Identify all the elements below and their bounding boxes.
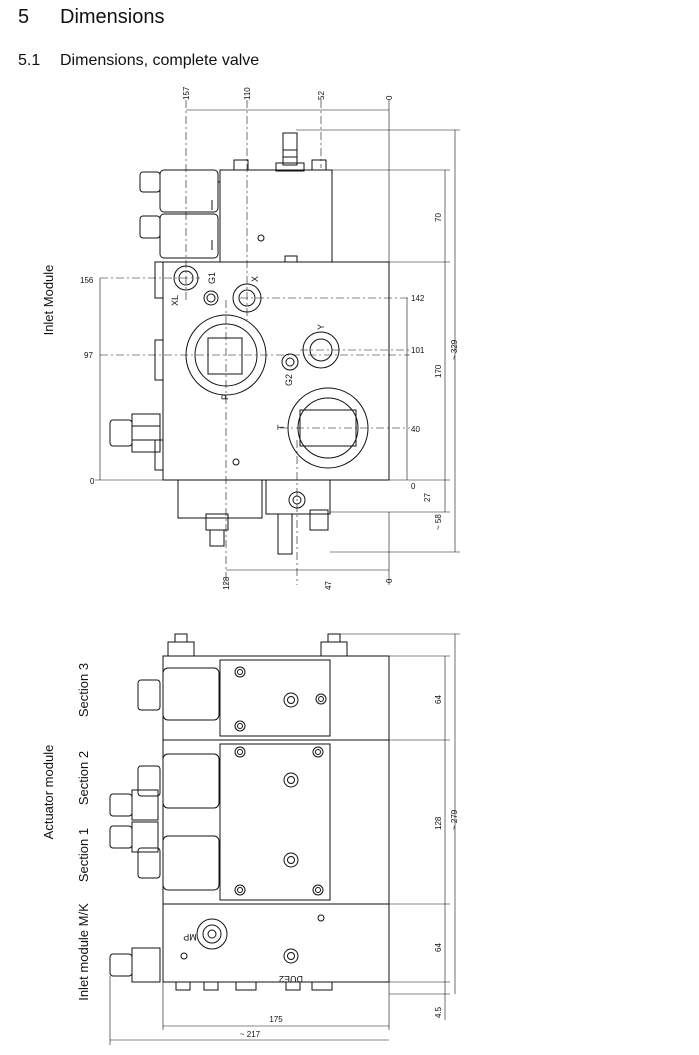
top-plug-left	[167, 641, 195, 657]
dim-101: 101	[411, 346, 425, 355]
port-mp-label: MP	[183, 932, 197, 942]
section-number: 5	[18, 6, 30, 28]
dim-156: 156	[80, 276, 94, 285]
dim-175: 175	[269, 1015, 283, 1024]
subsection-number: 5.1	[18, 52, 41, 69]
dim-64-bottom: 64	[434, 943, 443, 952]
section2-label: Section 2	[76, 751, 91, 805]
dim-97: 97	[84, 351, 93, 360]
dim-217: ~ 217	[240, 1030, 261, 1039]
pilot-block	[219, 169, 333, 263]
port-x-label: X	[250, 276, 260, 282]
dim-47: 47	[324, 581, 333, 590]
screw-mark	[257, 234, 265, 242]
dim-170: 170	[434, 364, 443, 378]
lower-block	[177, 479, 263, 519]
section1-label: Section 1	[76, 828, 91, 882]
section3-plate	[219, 659, 331, 737]
port-y-label: Y	[316, 324, 326, 330]
solenoid-section2	[162, 753, 220, 809]
plug-top-left	[233, 159, 249, 171]
dim-27: 27	[423, 493, 432, 502]
dim-0-right: 0	[411, 482, 416, 491]
dim-279: ~ 279	[450, 809, 459, 830]
section12-plate	[219, 743, 331, 901]
dim-70: 70	[434, 213, 443, 222]
dim-0-left: 0	[90, 477, 95, 486]
subsection-title: Dimensions, complete valve	[60, 52, 260, 69]
bottom-view-drawing	[109, 633, 460, 1045]
section3-label: Section 3	[76, 663, 91, 717]
subsection-heading: 5.1 Dimensions, complete valve	[18, 52, 259, 70]
dim-52: 52	[317, 91, 326, 100]
port-g1-label: G1	[207, 272, 217, 284]
dim-329: ~ 329	[450, 339, 459, 360]
dim-0-top: 0	[385, 95, 394, 100]
inlet-mk-block	[162, 903, 390, 983]
inlet-block	[162, 261, 390, 481]
port-t-label: T	[276, 424, 286, 430]
port-p-label: P	[220, 394, 230, 400]
top-view-drawing	[95, 100, 460, 585]
port-g2	[281, 353, 299, 371]
solenoid-upper	[159, 169, 219, 213]
dim-157: 157	[182, 86, 191, 100]
dim-0-bottom: 0	[385, 578, 394, 583]
dim-142: 142	[411, 294, 425, 303]
inlet-module-label: Inlet Module	[41, 265, 56, 336]
dim-128-right: 128	[434, 816, 443, 830]
solenoid-section3	[162, 667, 220, 721]
section-heading: 5 Dimensions	[18, 6, 164, 29]
port-g2-label: G2	[284, 374, 294, 386]
dim-4-5: 4.5	[434, 1006, 443, 1018]
solenoid-lower	[159, 213, 219, 259]
plug-top-right	[311, 159, 327, 171]
dim-110: 110	[243, 87, 252, 100]
actuator-body	[162, 655, 390, 905]
port-due2	[283, 948, 299, 964]
dim-64-top: 64	[434, 695, 443, 704]
dim-128-bottom: 128	[222, 576, 231, 590]
top-plug-right	[320, 641, 348, 657]
solenoid-section1	[162, 835, 220, 891]
port-xl-label: XL	[170, 295, 180, 306]
port-g1	[203, 290, 219, 306]
adjust-screw	[282, 132, 298, 166]
dim-40: 40	[411, 425, 420, 434]
port-mp	[196, 918, 228, 950]
section-title: Dimensions	[60, 6, 165, 28]
actuator-module-label: Actuator module	[41, 745, 56, 840]
dim-58: ~ 58	[434, 514, 443, 530]
port-due2-label: DUE2	[279, 974, 303, 984]
left-fitting	[109, 419, 133, 447]
inlet-mk-label: Inlet module M/K	[76, 903, 91, 1001]
